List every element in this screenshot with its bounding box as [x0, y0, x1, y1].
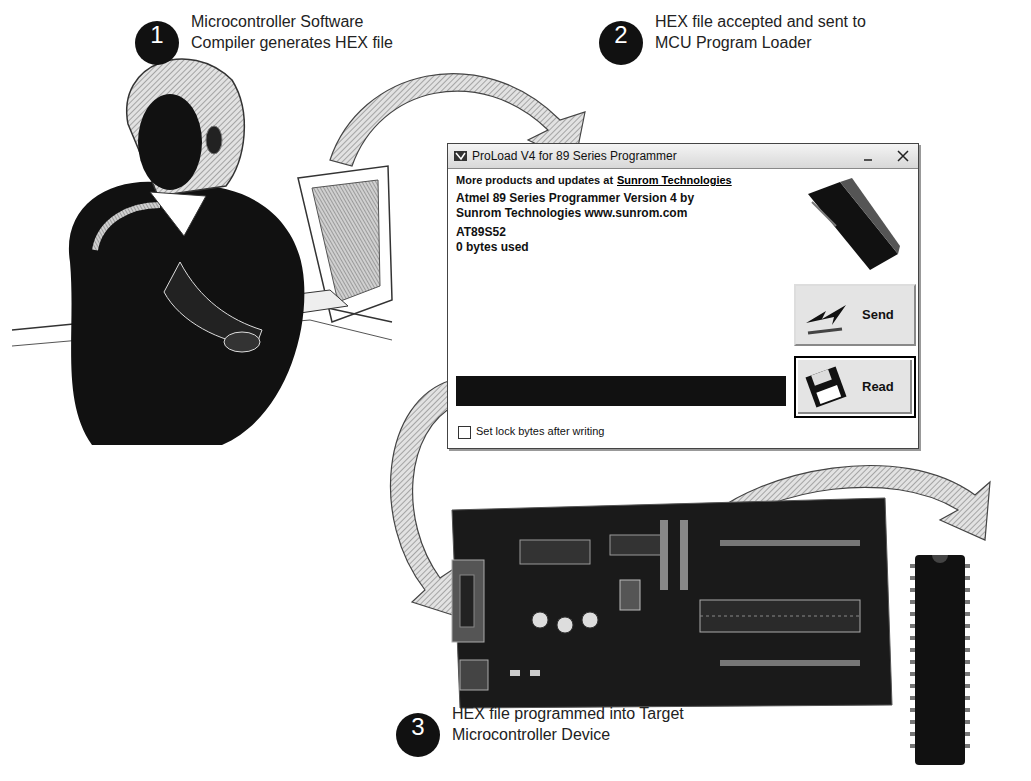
serial-connector: [452, 560, 484, 642]
version-text: Atmel 89 Series Programmer Version 4 by …: [456, 191, 718, 221]
zif-socket: [700, 600, 860, 632]
read-icon: [805, 366, 846, 407]
programmer-picture: [800, 174, 904, 274]
led: [530, 670, 540, 676]
read-icon: [811, 369, 832, 385]
chip-pins: [910, 566, 970, 746]
collar: [150, 192, 206, 236]
body: [69, 182, 304, 445]
capacitor: [532, 612, 548, 628]
face: [138, 94, 202, 190]
window-controls: [860, 149, 910, 163]
ic: [610, 535, 665, 555]
power-jack: [460, 660, 488, 690]
step-callout: 1Microcontroller Software Compiler gener…: [135, 21, 410, 65]
send-icon: [802, 293, 850, 337]
window-icon: [456, 153, 465, 159]
button-label: Read: [862, 379, 894, 395]
programmer-board: [452, 498, 892, 708]
checkbox: [458, 426, 471, 439]
callout-number: 3: [396, 713, 440, 757]
callout-number: 1: [135, 21, 179, 65]
callout-circle: 1: [135, 21, 179, 65]
chip-body: [915, 555, 965, 765]
step-callout: 3HEX file programmed into Target Microco…: [396, 713, 711, 757]
callout-circle: 2: [599, 21, 643, 65]
command-button: Send: [794, 284, 916, 346]
read-icon: [816, 385, 841, 404]
window-controls: [864, 159, 872, 161]
step-description: HEX file accepted and sent to MCU Progra…: [655, 11, 887, 53]
pin-row: [720, 660, 860, 666]
checkbox-label: Set lock bytes after writing: [476, 424, 604, 438]
send-icon: [808, 329, 842, 333]
window-icon: [454, 151, 467, 161]
window-controls: [860, 149, 910, 163]
person-at-computer: [12, 59, 392, 445]
connector-pins: [460, 575, 474, 627]
capacitor: [582, 612, 598, 628]
header: [680, 520, 688, 590]
step-description: HEX file programmed into Target Microcon…: [452, 703, 707, 745]
ear: [206, 126, 222, 154]
capacitor: [557, 617, 573, 633]
ic: [520, 540, 590, 564]
read-icon: [802, 365, 850, 409]
send-icon: [802, 293, 850, 337]
send-icon: [806, 305, 846, 325]
programmer-picture: [840, 178, 900, 254]
callout-circle: 3: [396, 713, 440, 757]
pcb: [452, 498, 892, 708]
link-text: Sunrom Technologies: [617, 174, 732, 187]
window-controls: [898, 151, 908, 161]
mouse: [224, 332, 260, 352]
window-icon: [453, 149, 468, 163]
command-button: Read: [794, 356, 916, 418]
programmer-picture: [800, 174, 904, 274]
info-text: More products and updates at: [456, 174, 613, 187]
read-icon: [802, 365, 850, 409]
callout-number: 2: [599, 21, 643, 65]
read-icon: [805, 366, 846, 407]
programmer-picture: [812, 202, 836, 226]
target-microcontroller: [910, 555, 970, 765]
button-label: Send: [862, 307, 894, 323]
window-icon: [453, 149, 468, 163]
body-highlight: [95, 205, 160, 250]
led: [510, 670, 520, 676]
window-title: ProLoad V4 for 89 Series Programmer: [472, 149, 677, 163]
regulator: [620, 580, 640, 610]
monitor-screen: [312, 180, 380, 302]
step-description: Microcontroller Software Compiler genera…: [191, 11, 406, 53]
bytes-used: 0 bytes used: [456, 240, 529, 255]
chip-notch: [932, 555, 948, 563]
socket-lever: [700, 616, 860, 617]
pin-row: [720, 540, 860, 546]
hair: [127, 59, 245, 196]
program-loader-window: ProLoad V4 for 89 Series ProgrammerMore …: [447, 143, 919, 449]
step-callout: 2HEX file accepted and sent to MCU Progr…: [599, 21, 891, 65]
header: [660, 520, 668, 590]
progress-bar: [456, 376, 786, 406]
device-name: AT89S52: [456, 225, 506, 240]
